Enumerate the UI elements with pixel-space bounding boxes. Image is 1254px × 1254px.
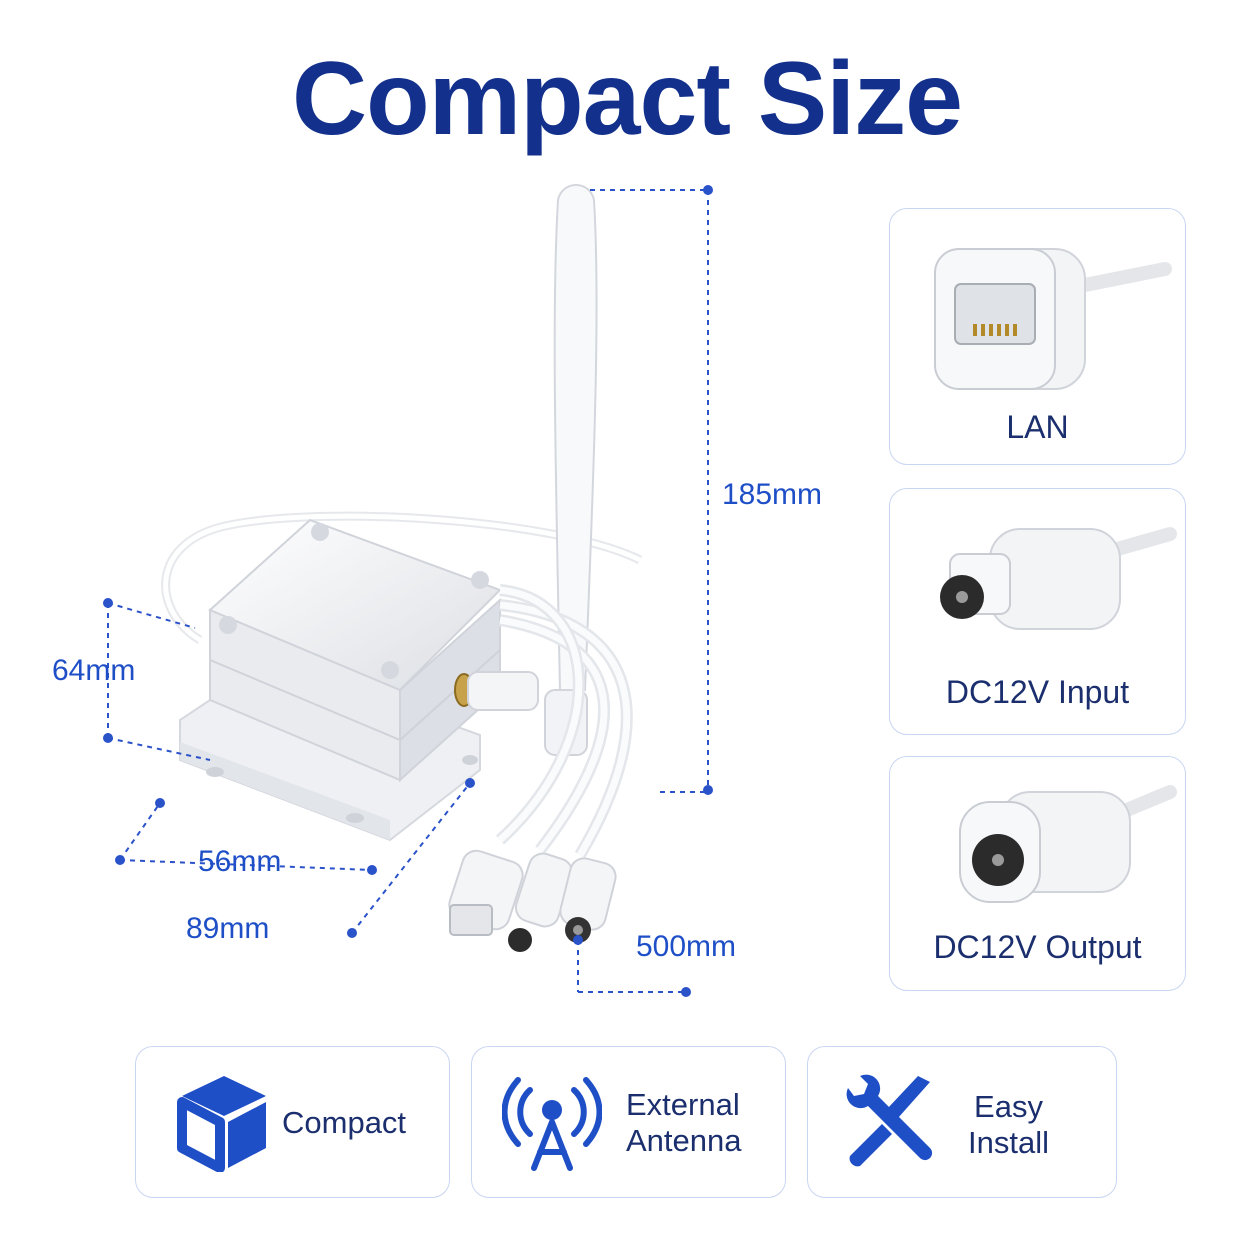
dc-male-connector-icon xyxy=(940,527,1177,630)
dc-female-connector-icon xyxy=(959,785,1177,903)
dimension-antenna-height: 185mm xyxy=(722,478,823,511)
feature-card-compact: Compact xyxy=(135,1046,450,1198)
port-card-dc-output: DC12V Output xyxy=(889,756,1186,991)
lan-connector-icon xyxy=(934,248,1172,390)
port-card-lan: LAN xyxy=(889,208,1186,465)
antenna-icon xyxy=(502,1077,602,1171)
port-label-dc-input: DC12V Input xyxy=(945,674,1130,710)
port-label-dc-output: DC12V Output xyxy=(933,929,1142,965)
page-title: Compact Size xyxy=(292,41,963,157)
feature-label-antenna-line1: External xyxy=(626,1087,740,1122)
cube-icon xyxy=(177,1076,266,1172)
feature-label-install: Easy Install xyxy=(968,1089,1049,1161)
feature-card-antenna: External Antenna xyxy=(471,1046,786,1198)
feature-label-compact: Compact xyxy=(282,1105,407,1140)
product-image xyxy=(103,184,713,997)
port-label-lan: LAN xyxy=(1006,409,1069,445)
dimension-cable: 500mm xyxy=(636,930,737,963)
dimension-width: 56mm xyxy=(198,845,282,878)
dimension-length: 89mm xyxy=(186,912,270,945)
feature-card-install: Easy Install xyxy=(807,1046,1117,1198)
tools-icon xyxy=(846,1074,933,1167)
feature-label-install-line2: Install xyxy=(968,1125,1049,1160)
port-card-dc-input: DC12V Input xyxy=(889,488,1186,735)
feature-label-install-line1: Easy xyxy=(974,1089,1043,1124)
feature-label-antenna: External Antenna xyxy=(626,1087,742,1159)
feature-label-antenna-line2: Antenna xyxy=(626,1123,742,1158)
dimension-box-height: 64mm xyxy=(52,654,136,687)
